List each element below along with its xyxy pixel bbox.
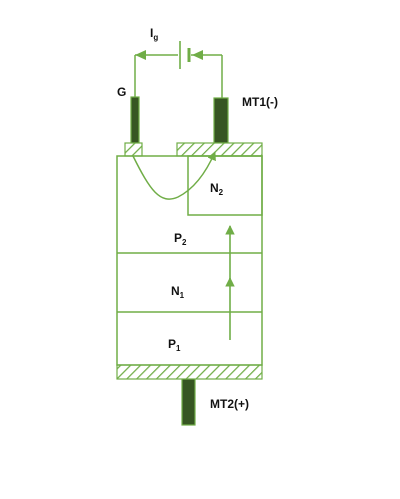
gate-current-path (132, 151, 216, 200)
mt2-contact (116, 364, 263, 380)
gate-electrode (130, 96, 140, 144)
mt1-electrode (213, 97, 229, 144)
mt1-label: MT1(-) (242, 95, 278, 109)
mt2-electrode (181, 378, 196, 426)
mt2-label: MT2(+) (210, 397, 249, 411)
gate-contact (124, 142, 143, 157)
mt1-contact (176, 142, 263, 157)
p1-label: P1 (168, 337, 181, 353)
n2-label: N2 (210, 181, 224, 197)
gate-current-label: Ig (150, 26, 158, 42)
n2-region (187, 155, 263, 216)
wire-arrow-right-icon (192, 50, 203, 60)
p2-label: P2 (174, 231, 187, 247)
battery-icon (179, 41, 191, 69)
wire-arrow-left-icon (135, 50, 146, 60)
semiconductor-body (116, 155, 263, 366)
n1-label: N1 (171, 284, 185, 300)
gate-label: G (117, 85, 126, 99)
body-outline (116, 155, 263, 366)
gate-circuit (134, 54, 223, 98)
